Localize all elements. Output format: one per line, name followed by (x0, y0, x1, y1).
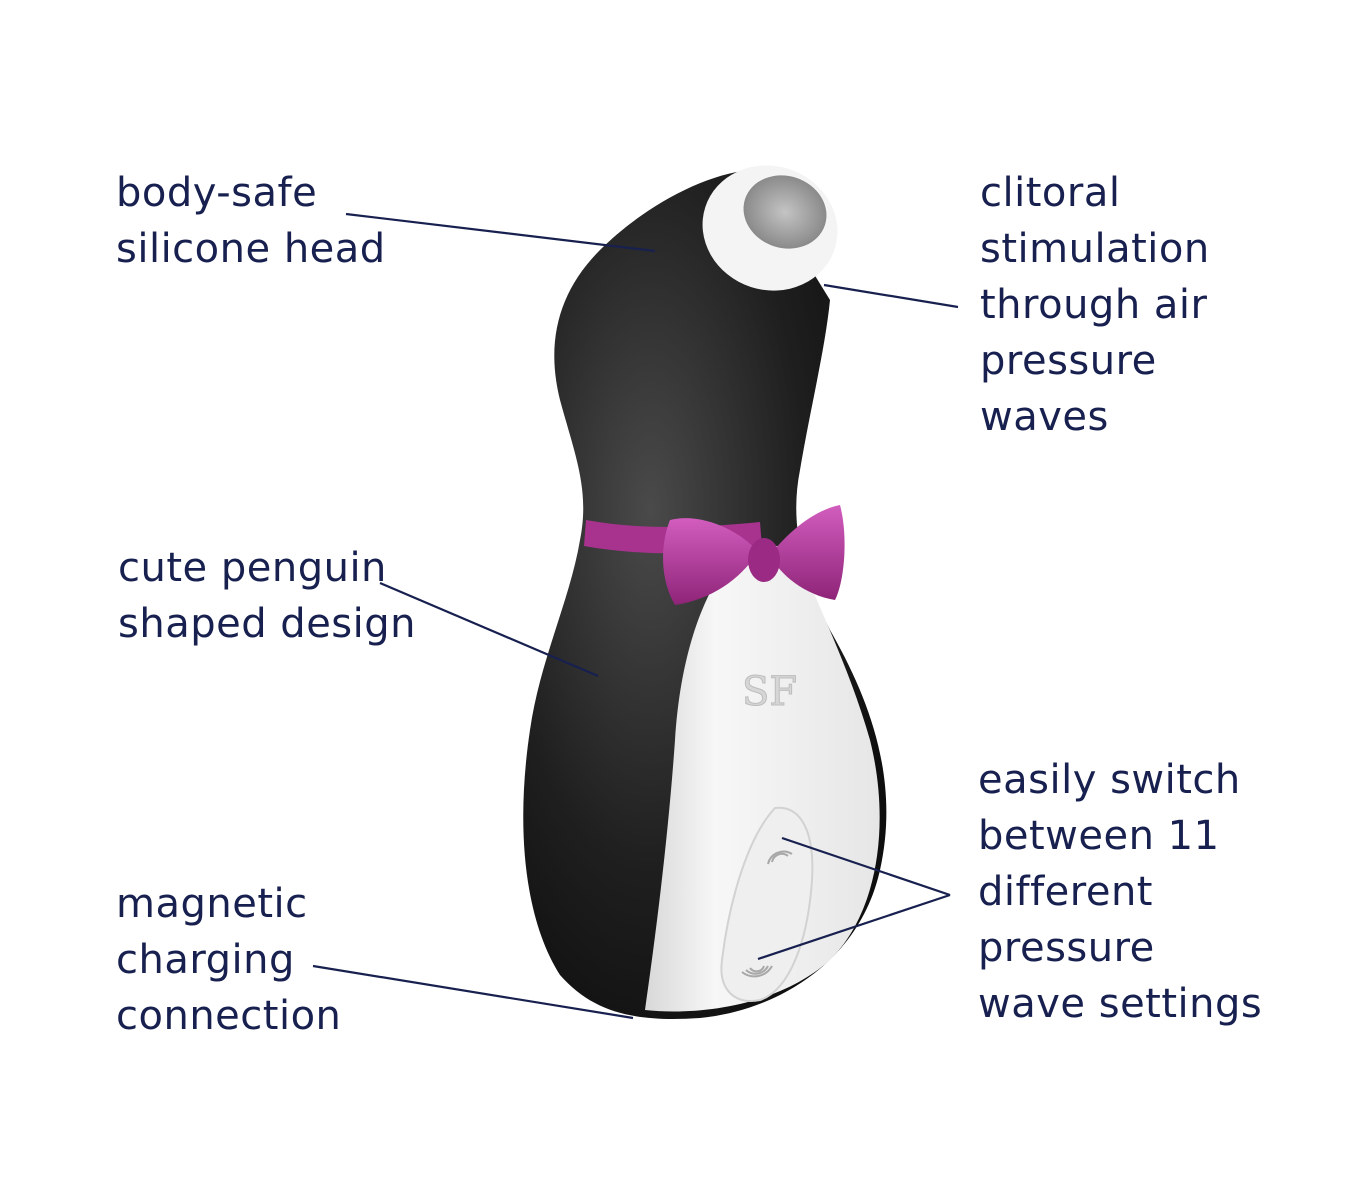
callout-stimulation-line: through air (980, 282, 1208, 328)
callout-stimulation: clitoral stimulation through air pressur… (980, 165, 1210, 445)
callout-settings: easily switch between 11 different press… (978, 752, 1262, 1032)
leader-line-settings-bottom (757, 893, 951, 961)
callout-charging-line: magnetic (116, 881, 308, 927)
leader-line-settings-top (781, 836, 951, 897)
callout-head-line: body-safe (116, 170, 318, 216)
callout-design-line: cute penguin (118, 545, 387, 591)
callout-design-line: shaped design (118, 601, 417, 647)
leader-line-stimulation (823, 283, 959, 309)
mode-button-icon[interactable] (767, 850, 793, 865)
leader-line-head (345, 212, 656, 253)
callout-settings-line: pressure (978, 925, 1155, 971)
callout-stimulation-line: pressure (980, 338, 1157, 384)
penguin-belly (645, 545, 880, 1012)
bow-tie (663, 505, 845, 605)
leader-line-design (379, 581, 599, 678)
callout-settings-line: easily switch (978, 757, 1241, 803)
callout-stimulation-line: clitoral (980, 170, 1121, 216)
callout-head: body-safe silicone head (116, 165, 386, 277)
brand-logo: SF (742, 669, 797, 715)
callout-stimulation-line: waves (980, 394, 1109, 440)
head-nozzle-hole (743, 175, 827, 249)
callout-stimulation-line: stimulation (980, 226, 1210, 272)
callout-head-line: silicone head (116, 226, 386, 272)
callout-charging: magnetic charging connection (116, 876, 341, 1044)
callout-design: cute penguin shaped design (118, 540, 416, 652)
control-panel[interactable] (720, 806, 814, 1002)
callout-charging-line: connection (116, 993, 342, 1039)
callout-settings-line: wave settings (978, 981, 1263, 1027)
intensity-button-icon[interactable] (741, 965, 773, 978)
callout-charging-line: charging (116, 937, 295, 983)
callout-settings-line: different (978, 869, 1153, 915)
leader-line-charging (312, 964, 634, 1020)
leader-lines (312, 212, 959, 1020)
callout-settings-line: between 11 (978, 813, 1220, 859)
